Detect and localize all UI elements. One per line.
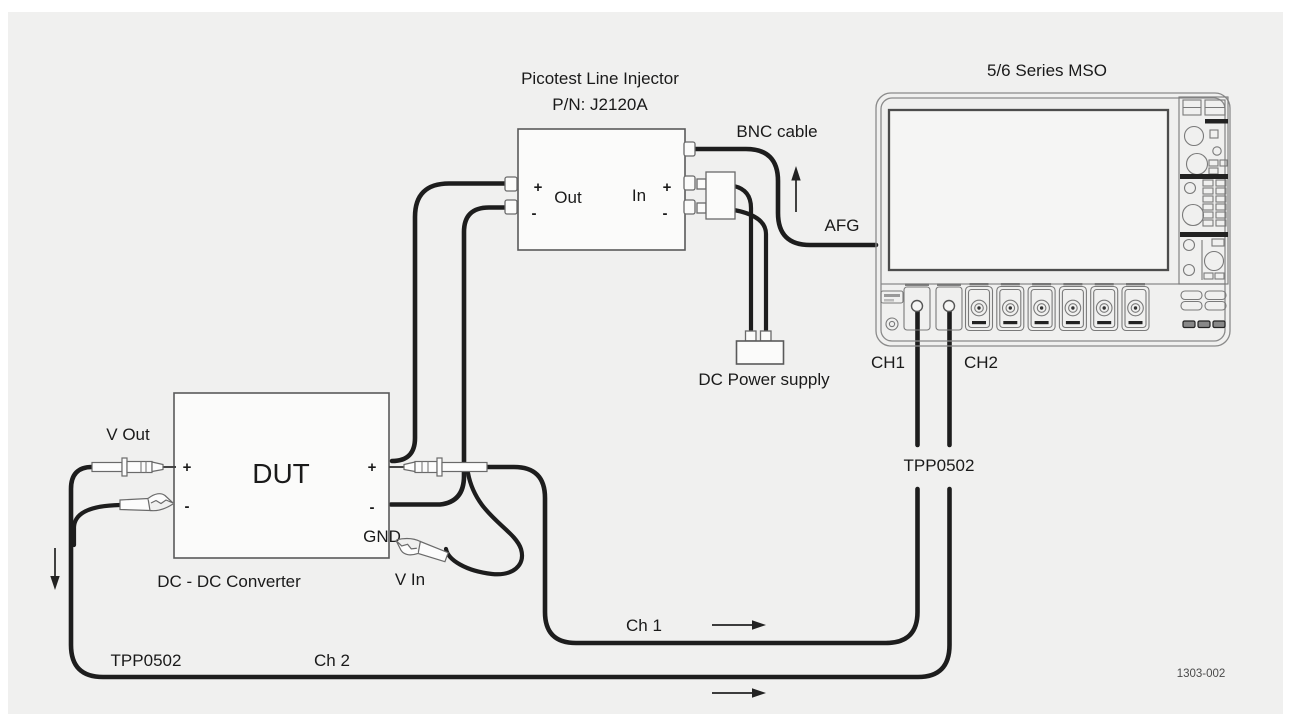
knob	[1181, 203, 1205, 227]
ch1-input-label: CH1	[871, 353, 905, 372]
scope-control-panel	[1178, 96, 1229, 329]
dut-right-plus: +	[368, 459, 377, 476]
panel-button	[1180, 300, 1203, 311]
adapter-pin-1	[696, 178, 707, 190]
dut-right-minus: -	[370, 499, 375, 516]
panel-button	[1204, 300, 1227, 311]
line-injector: Picotest Line Injector P/N: J2120A + - O…	[504, 69, 736, 251]
dc-power-supply-label: DC Power supply	[698, 370, 830, 389]
panel-key	[1197, 320, 1211, 329]
cable-out-minus	[388, 205, 510, 507]
supply-body	[735, 340, 785, 365]
bnc-cable-label: BNC cable	[736, 122, 817, 141]
supply-terminal-2	[759, 330, 772, 342]
in-plus-sign: +	[663, 179, 672, 196]
knob	[1203, 250, 1225, 272]
cable-vout-ground-lead	[71, 502, 123, 548]
in-minus-terminal	[683, 199, 696, 215]
scope-connector-row	[880, 282, 1150, 332]
gnd-label: GND	[363, 527, 401, 546]
out-minus-terminal	[504, 199, 518, 215]
knob	[1182, 263, 1196, 277]
panel-key	[1212, 320, 1226, 329]
dut-name: DUT	[252, 458, 310, 489]
bnc-port	[683, 141, 696, 157]
line-injector-title: Picotest Line Injector	[521, 69, 679, 88]
line-injector-part-number: P/N: J2120A	[552, 95, 648, 114]
out-plus-sign: +	[534, 179, 543, 196]
cable-dc-supply-2	[731, 207, 769, 333]
clip-gnd	[395, 537, 449, 563]
cable-out-plus	[389, 181, 510, 464]
cable-vin-ground-loop	[443, 470, 525, 577]
panel-key	[1182, 320, 1196, 329]
cable-ch1	[484, 464, 920, 646]
v-out-label: V Out	[106, 425, 150, 444]
oscilloscope: 5/6 Series MSO	[871, 61, 1231, 475]
supply-terminal-1	[744, 330, 757, 342]
out-minus-sign: -	[532, 205, 537, 222]
panel-button	[1180, 290, 1203, 301]
knob	[1183, 181, 1197, 195]
dut-left-plus: +	[183, 459, 192, 476]
tpp0502-right-label: TPP0502	[904, 456, 975, 475]
v-in-label: V In	[395, 570, 425, 589]
panel-button	[1204, 290, 1227, 301]
probe-v-out	[91, 457, 176, 477]
adapter-block	[705, 171, 736, 220]
cable-ch2	[68, 464, 952, 680]
adapter-pin-2	[696, 202, 707, 214]
arrow-right-ch1	[712, 620, 766, 630]
in-plus-terminal	[683, 175, 696, 191]
arrow-right-ch2	[712, 688, 766, 698]
tpp0502-left-label: TPP0502	[111, 651, 182, 670]
probe-v-in	[389, 457, 488, 477]
ch2-cable-label: Ch 2	[314, 651, 350, 670]
knob	[1183, 125, 1205, 147]
afg-label: AFG	[825, 216, 860, 235]
in-port-label: In	[632, 186, 646, 205]
clip-v-out-ground	[119, 493, 174, 512]
oscilloscope-title: 5/6 Series MSO	[987, 61, 1107, 80]
cable-dc-supply-1	[731, 183, 754, 333]
out-plus-terminal	[504, 176, 518, 192]
power-button	[885, 317, 899, 331]
dc-power-supply: DC Power supply	[698, 330, 830, 389]
dut-left-minus: -	[185, 498, 190, 515]
dut-caption: DC - DC Converter	[157, 572, 301, 591]
ch2-input-label: CH2	[964, 353, 998, 372]
arrow-up-afg	[791, 166, 801, 212]
cables	[68, 146, 952, 680]
arrow-down-vout	[50, 548, 60, 590]
cable-bnc	[691, 146, 879, 248]
ch1-cable-label: Ch 1	[626, 616, 662, 635]
in-minus-sign: -	[663, 205, 668, 222]
figure-number: 1303-002	[1177, 668, 1226, 680]
dut: DUT + - + - GND DC - DC Converter V Out …	[106, 392, 425, 591]
scope-chassis-outer	[875, 92, 1231, 347]
knob	[1182, 238, 1196, 252]
out-port-label: Out	[554, 188, 582, 207]
scope-screen	[887, 108, 1170, 272]
usb-port	[880, 290, 904, 304]
dut-body	[173, 392, 390, 559]
line-injector-body	[517, 128, 686, 251]
